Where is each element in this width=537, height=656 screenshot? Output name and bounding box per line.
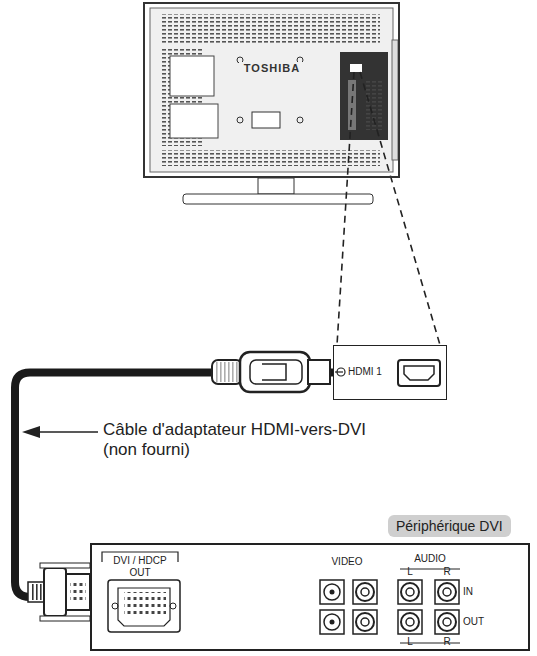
leader-line: [360, 72, 440, 345]
device-panel: [102, 552, 460, 643]
leader-line: [337, 72, 354, 345]
tv-rear: [150, 8, 398, 204]
port-label: HDMI 1: [348, 366, 398, 378]
device-heading: Périphérique DVI: [388, 515, 511, 537]
hdmi-port: [335, 360, 440, 386]
port-label: DVI / HDCP OUT: [108, 555, 172, 578]
hdmi-port-box: HDMI 1: [333, 345, 447, 400]
channel-label: L: [403, 566, 417, 578]
jack-row: [320, 580, 459, 634]
adapter-cable: [15, 373, 333, 598]
direction-label: IN: [463, 586, 487, 598]
jack-label: AUDIO: [400, 553, 460, 565]
channel-label: L: [403, 636, 417, 648]
callout-arrow: [40, 431, 98, 433]
channel-label: R: [440, 636, 454, 648]
jack-label: VIDEO: [320, 556, 374, 568]
arrowhead: [22, 426, 40, 438]
tv-set: TOSHIBA: [143, 2, 400, 178]
brand-name: TOSHIBA: [239, 62, 305, 75]
hdmi-plug: [212, 352, 330, 392]
dvi-plug: [28, 563, 90, 621]
cable-callout: Câble d'adaptateur HDMI-vers-DVI (non fo…: [103, 420, 393, 459]
channel-label: R: [440, 566, 454, 578]
direction-label: OUT: [463, 616, 493, 628]
